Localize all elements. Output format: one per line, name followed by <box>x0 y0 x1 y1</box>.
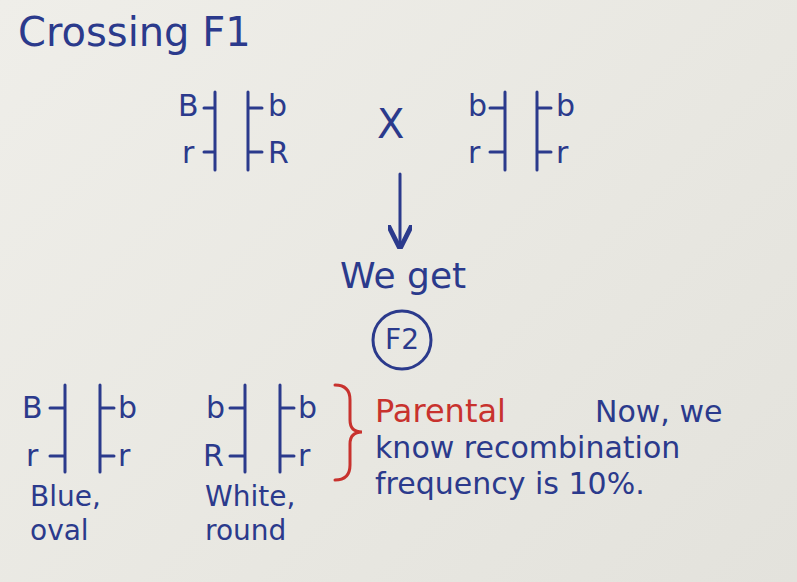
chromosome <box>50 385 65 472</box>
allele-label: b <box>556 88 575 124</box>
allele-label: b <box>298 390 317 426</box>
allele-label: r <box>26 438 38 474</box>
allele-label: b <box>118 390 137 426</box>
title: Crossing F1 <box>18 8 251 56</box>
phenotype-label: Blue, oval <box>30 480 130 547</box>
phenotype-label: White, round <box>205 480 320 547</box>
allele-label: R <box>203 438 224 474</box>
allele-label: r <box>182 135 194 171</box>
allele-label: b <box>468 88 487 124</box>
brace <box>335 385 362 480</box>
chromosome <box>280 385 294 472</box>
chromosome <box>490 92 505 170</box>
chromosome <box>100 385 114 472</box>
allele-label: r <box>298 438 310 474</box>
allele-label: B <box>178 88 199 124</box>
cross-sign: X <box>377 100 404 148</box>
chromosome <box>248 92 262 170</box>
cross-arrow <box>399 174 402 244</box>
chromosome <box>537 92 551 170</box>
step-label: We get <box>340 254 466 297</box>
allele-label: b <box>206 390 225 426</box>
chromosome <box>230 385 245 472</box>
allele-label: B <box>22 390 43 426</box>
note: Now, we know recombination frequency is … <box>375 394 765 502</box>
allele-label: r <box>556 135 568 171</box>
parental-label: Parental <box>375 392 506 430</box>
circle-outline <box>373 311 431 369</box>
allele-label: r <box>118 438 130 474</box>
circled-label: F2 <box>371 309 433 371</box>
allele-label: R <box>268 135 289 171</box>
chromosome <box>204 92 215 170</box>
allele-label: b <box>268 88 287 124</box>
generation-label: F2 <box>385 323 419 357</box>
allele-label: r <box>468 135 480 171</box>
